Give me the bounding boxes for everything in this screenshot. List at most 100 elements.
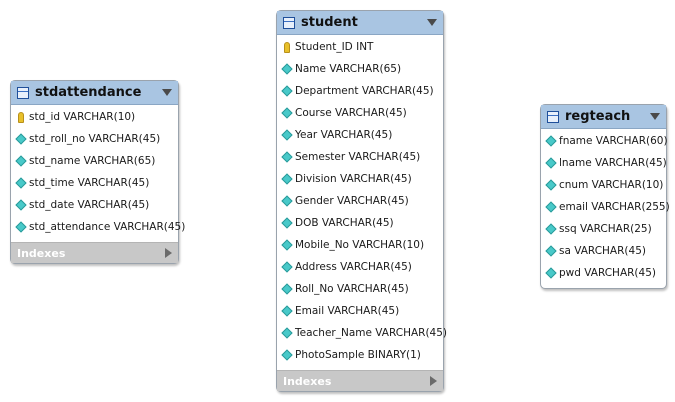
column-label: sa VARCHAR(45) — [559, 245, 646, 257]
column-list: std_id VARCHAR(10) std_roll_no VARCHAR(4… — [11, 105, 185, 242]
column-label: Mobile_No VARCHAR(10) — [295, 239, 425, 251]
column-label: DOB VARCHAR(45) — [295, 217, 394, 229]
diamond-icon — [281, 63, 293, 75]
column-row[interactable]: std_attendance VARCHAR(45) — [11, 216, 185, 238]
diamond-icon — [15, 199, 27, 211]
diamond-icon — [545, 245, 557, 257]
column-list: fname VARCHAR(60) lname VARCHAR(45) cnum… — [541, 129, 670, 288]
column-row[interactable]: std_date VARCHAR(45) — [11, 194, 178, 216]
diamond-icon — [545, 267, 557, 279]
diamond-icon — [545, 157, 557, 169]
column-row[interactable]: std_time VARCHAR(45) — [11, 172, 178, 194]
column-row[interactable]: Gender VARCHAR(45) — [277, 190, 443, 212]
column-label: Name VARCHAR(65) — [295, 63, 402, 75]
diamond-icon — [281, 217, 293, 229]
diamond-icon — [545, 201, 557, 213]
column-label: Student_ID INT — [295, 41, 374, 53]
column-row[interactable]: Year VARCHAR(45) — [277, 124, 443, 146]
column-label: Email VARCHAR(45) — [295, 305, 400, 317]
column-label: ssq VARCHAR(25) — [559, 223, 652, 235]
column-row[interactable]: cnum VARCHAR(10) — [541, 174, 666, 196]
column-row[interactable]: Course VARCHAR(45) — [277, 102, 443, 124]
column-label: email VARCHAR(255) — [559, 201, 670, 213]
table-title: stdattendance — [35, 85, 142, 100]
column-row[interactable]: Division VARCHAR(45) — [277, 168, 443, 190]
diamond-icon — [545, 179, 557, 191]
column-label: Roll_No VARCHAR(45) — [295, 283, 409, 295]
table-icon — [283, 16, 295, 29]
column-row[interactable]: ssq VARCHAR(25) — [541, 218, 666, 240]
diamond-icon — [281, 283, 293, 295]
column-list: Student_ID INT Name VARCHAR(65) Departme… — [277, 35, 447, 370]
table-header[interactable]: stdattendance — [11, 81, 178, 105]
column-row[interactable]: std_name VARCHAR(65) — [11, 150, 178, 172]
diamond-icon — [281, 85, 293, 97]
column-label: std_attendance VARCHAR(45) — [29, 221, 186, 233]
table-title: regteach — [565, 109, 631, 124]
table-student[interactable]: student Student_ID INT Name VARCHAR(65) … — [276, 10, 447, 392]
column-row[interactable]: Department VARCHAR(45) — [277, 80, 443, 102]
column-row[interactable]: Student_ID INT — [277, 36, 443, 58]
column-label: Semester VARCHAR(45) — [295, 151, 421, 163]
column-label: std_date VARCHAR(45) — [29, 199, 150, 211]
column-label: std_id VARCHAR(10) — [29, 111, 136, 123]
column-row[interactable]: sa VARCHAR(45) — [541, 240, 666, 262]
key-icon — [282, 41, 292, 53]
indexes-label: Indexes — [17, 246, 66, 260]
column-row[interactable]: Semester VARCHAR(45) — [277, 146, 443, 168]
indexes-label: Indexes — [283, 374, 332, 388]
column-label: PhotoSample BINARY(1) — [295, 349, 421, 361]
column-row[interactable]: Email VARCHAR(45) — [277, 300, 443, 322]
column-label: fname VARCHAR(60) — [559, 135, 668, 147]
diamond-icon — [281, 129, 293, 141]
table-icon — [17, 86, 29, 99]
column-row[interactable]: Teacher_Name VARCHAR(45) — [277, 322, 447, 344]
diamond-icon — [281, 151, 293, 163]
table-title: student — [301, 15, 358, 30]
diamond-icon — [281, 305, 293, 317]
expand-icon[interactable] — [430, 376, 437, 386]
column-row[interactable]: Address VARCHAR(45) — [277, 256, 443, 278]
column-label: Address VARCHAR(45) — [295, 261, 412, 273]
indexes-section[interactable]: Indexes — [277, 370, 443, 391]
diamond-icon — [281, 173, 293, 185]
column-row[interactable]: PhotoSample BINARY(1) — [277, 344, 443, 366]
column-label: Teacher_Name VARCHAR(45) — [295, 327, 448, 339]
diamond-icon — [15, 133, 27, 145]
key-icon — [16, 111, 26, 123]
column-row[interactable]: Roll_No VARCHAR(45) — [277, 278, 443, 300]
diamond-icon — [281, 107, 293, 119]
expand-icon[interactable] — [165, 248, 172, 258]
collapse-icon[interactable] — [427, 19, 437, 26]
diamond-icon — [281, 327, 293, 339]
column-row[interactable]: Mobile_No VARCHAR(10) — [277, 234, 443, 256]
column-row[interactable]: fname VARCHAR(60) — [541, 130, 668, 152]
diamond-icon — [15, 177, 27, 189]
diamond-icon — [281, 195, 293, 207]
column-row[interactable]: lname VARCHAR(45) — [541, 152, 667, 174]
table-header[interactable]: student — [277, 11, 443, 35]
diamond-icon — [545, 135, 557, 147]
indexes-section[interactable]: Indexes — [11, 242, 178, 263]
diamond-icon — [281, 349, 293, 361]
column-label: Year VARCHAR(45) — [295, 129, 393, 141]
collapse-icon[interactable] — [162, 89, 172, 96]
column-row[interactable]: DOB VARCHAR(45) — [277, 212, 443, 234]
table-header[interactable]: regteach — [541, 105, 666, 129]
column-row[interactable]: std_id VARCHAR(10) — [11, 106, 178, 128]
column-label: pwd VARCHAR(45) — [559, 267, 656, 279]
column-row[interactable]: Name VARCHAR(65) — [277, 58, 443, 80]
collapse-icon[interactable] — [650, 113, 660, 120]
column-label: Gender VARCHAR(45) — [295, 195, 409, 207]
column-row[interactable]: pwd VARCHAR(45) — [541, 262, 666, 284]
diamond-icon — [15, 155, 27, 167]
table-stdattendance[interactable]: stdattendance std_id VARCHAR(10) std_rol… — [10, 80, 185, 264]
column-label: std_time VARCHAR(45) — [29, 177, 150, 189]
diamond-icon — [15, 221, 27, 233]
column-row[interactable]: email VARCHAR(255) — [541, 196, 670, 218]
table-regteach[interactable]: regteach fname VARCHAR(60) lname VARCHAR… — [540, 104, 670, 289]
diamond-icon — [281, 261, 293, 273]
column-label: Course VARCHAR(45) — [295, 107, 407, 119]
column-row[interactable]: std_roll_no VARCHAR(45) — [11, 128, 178, 150]
diamond-icon — [281, 239, 293, 251]
